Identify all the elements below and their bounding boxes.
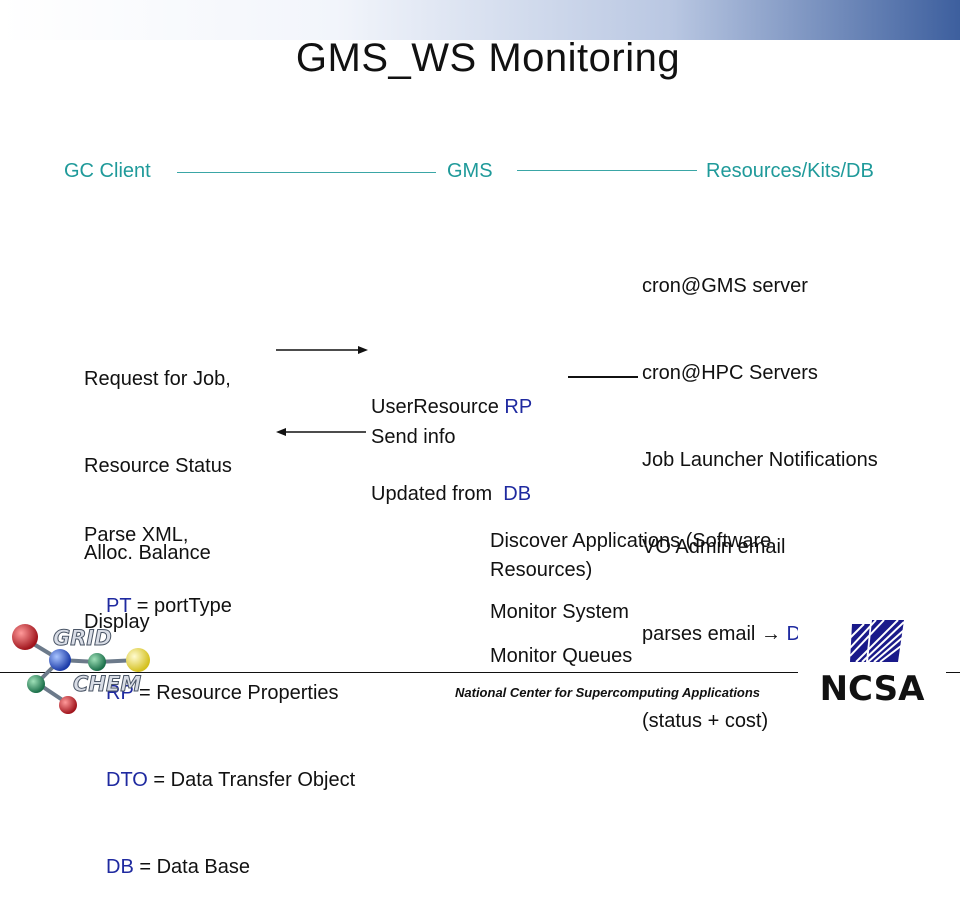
resources-label: Resources/Kits/DB — [706, 160, 874, 182]
connector-line-right — [517, 170, 697, 171]
logo-grid-text: GRID — [53, 626, 112, 650]
request-line: Request for Job, — [84, 368, 231, 390]
cron-line: cron@GMS server — [642, 275, 808, 297]
updated-text: Updated from — [371, 483, 504, 505]
request-line: Alloc. Balance — [84, 542, 211, 564]
connector-line-left — [177, 172, 436, 173]
ncsa-logo: NCSA — [798, 612, 946, 712]
rp-text: RP — [504, 396, 533, 418]
ncsa-logo-text: NCSA — [820, 669, 926, 709]
legend-def: = portType — [131, 595, 232, 617]
legend-def: = Data Base — [133, 856, 250, 878]
logo-chem-text: CHEM — [73, 672, 141, 696]
userresource-block: UserResource RP Updated from DB — [371, 335, 532, 538]
db-text: DB — [503, 483, 532, 505]
gms-label: GMS — [447, 160, 493, 182]
legend-def: = Resource Properties — [133, 682, 339, 704]
legend-abbr: DB — [106, 856, 134, 878]
right-arrow-icon: → — [760, 623, 781, 645]
send-info-text: Send info — [371, 426, 456, 448]
legend-item: RP = Resource Properties — [106, 679, 355, 708]
slide-title: GMS_WS Monitoring — [295, 36, 681, 80]
top-gradient-bar — [0, 0, 960, 40]
monitor-queues-text: Monitor Queues — [490, 645, 633, 667]
userresource-line: UserResource RP — [371, 393, 532, 422]
parses-email-text: parses email — [642, 623, 761, 645]
legend-abbr: DTO — [106, 769, 148, 791]
discover-line: Resources) — [490, 559, 593, 581]
monitor-system-text: Monitor System — [490, 601, 629, 623]
legend-item: DB = Data Base — [106, 853, 355, 882]
footer-rule — [0, 672, 960, 673]
parse-block: Parse XML, Display — [84, 463, 188, 666]
request-line: Resource Status — [84, 455, 232, 477]
legend-abbr: RP — [106, 682, 134, 704]
userresource-text: UserResource — [371, 396, 505, 418]
parse-line: Parse XML, — [84, 524, 189, 546]
cron-line: cron@HPC Servers — [642, 362, 818, 384]
gridchem-logo: GRID CHEM — [12, 624, 150, 714]
legend-item: PT = portType — [106, 592, 355, 621]
request-block: Request for Job, Resource Status Alloc. … — [84, 307, 232, 597]
legend-abbr: PT — [106, 595, 132, 617]
footer-text: National Center for Supercomputing Appli… — [455, 685, 761, 700]
updated-line: Updated from DB — [371, 480, 532, 509]
discover-line: Discover Applications (Software — [490, 530, 772, 552]
cron-line: Job Launcher Notifications — [642, 449, 878, 471]
legend-item: DTO = Data Transfer Object — [106, 766, 355, 795]
request-arrow-icon — [276, 346, 368, 354]
ncsa-logo-graphic: NCSA — [820, 619, 926, 709]
abbreviation-legend: PT = portType RP = Resource Properties D… — [106, 534, 355, 911]
discover-paragraph: Discover Applications (Software Resource… — [490, 527, 771, 585]
send-info-arrow-icon — [276, 428, 366, 436]
cron-line: VO Admin email — [642, 536, 786, 558]
parse-line: Display — [84, 611, 150, 633]
gc-client-label: GC Client — [64, 160, 151, 182]
legend-def: = Data Transfer Object — [147, 769, 356, 791]
db-connector-line — [568, 376, 638, 378]
